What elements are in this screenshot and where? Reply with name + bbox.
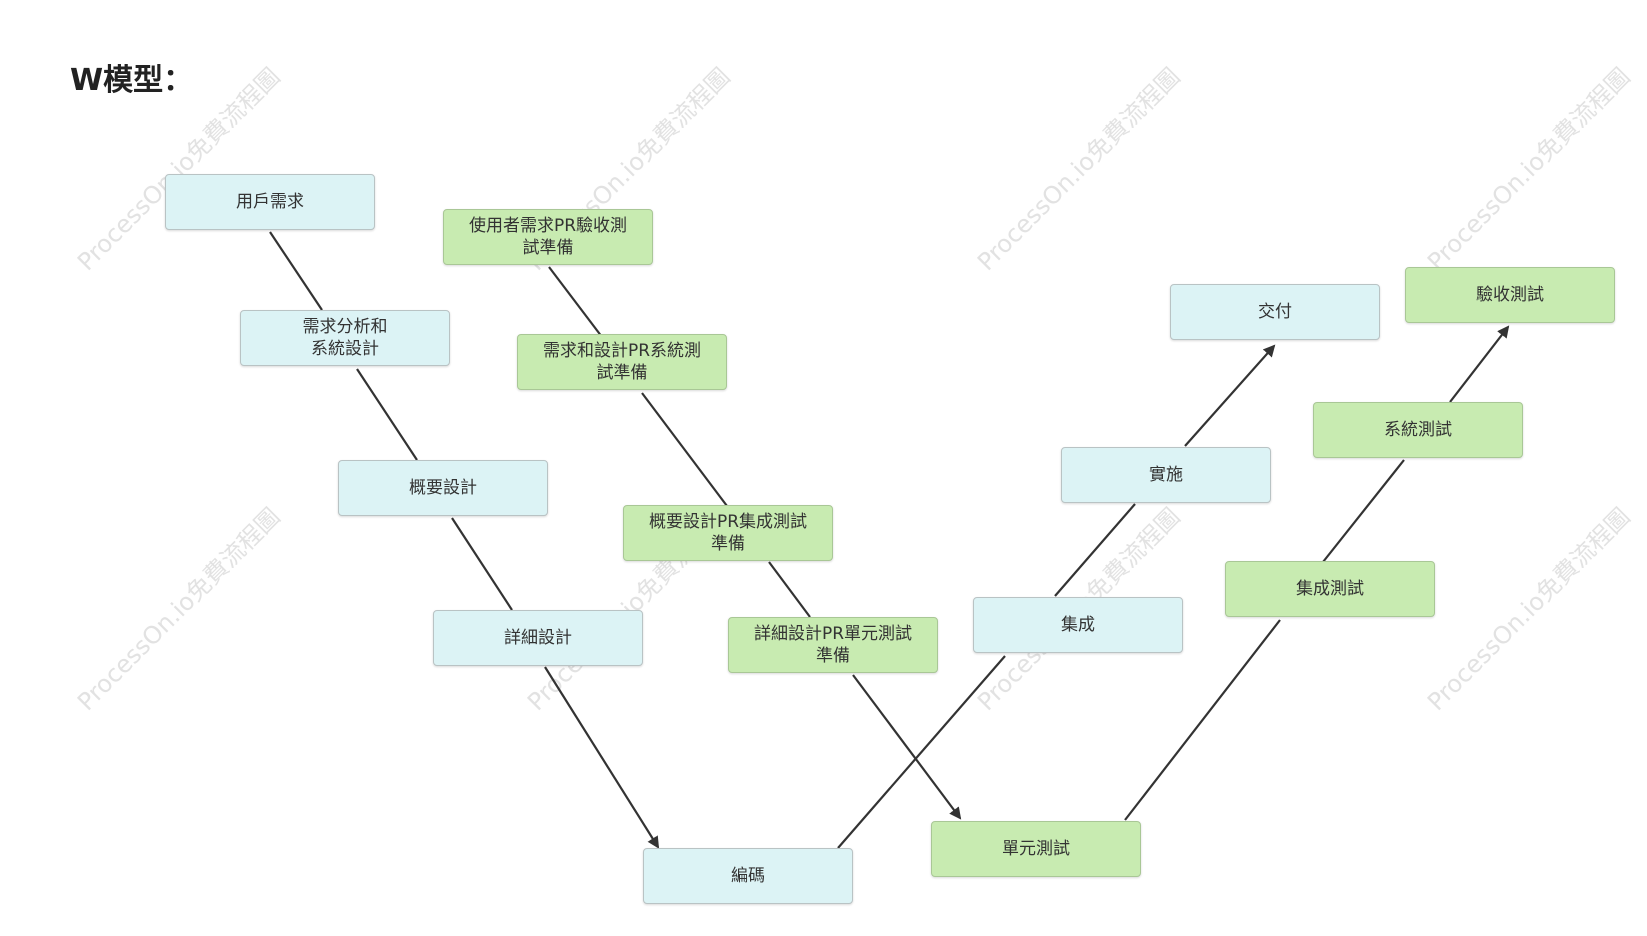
node-unit-test-preparation[interactable]: 詳細設計PR單元測試 準備 bbox=[728, 617, 938, 673]
page-title: W模型： bbox=[70, 63, 194, 98]
connector-overview-to-detail bbox=[451, 517, 513, 611]
connector-sys-test-to-acceptance bbox=[1449, 325, 1510, 403]
connector-uat-prep-to-sys-prep bbox=[548, 266, 603, 338]
node-uat-preparation[interactable]: 使用者需求PR驗收測 試準備 bbox=[443, 209, 653, 265]
connector-detail-to-coding bbox=[544, 666, 660, 849]
node-requirement-analysis[interactable]: 需求分析和 系統設計 bbox=[240, 310, 450, 366]
node-overview-design[interactable]: 概要設計 bbox=[338, 460, 548, 516]
connector-implementation-to-delivery bbox=[1184, 344, 1276, 447]
node-integration-test-preparation[interactable]: 概要設計PR集成測試 準備 bbox=[623, 505, 833, 561]
connector-integration-to-implementation bbox=[1054, 503, 1136, 597]
node-implementation[interactable]: 實施 bbox=[1061, 447, 1271, 503]
connector-int-prep-to-unit-prep bbox=[768, 561, 811, 618]
node-user-requirements[interactable]: 用戶需求 bbox=[165, 174, 375, 230]
connector-unit-prep-to-unit-test bbox=[852, 674, 962, 820]
connector-analysis-to-overview bbox=[356, 368, 418, 461]
node-coding[interactable]: 編碼 bbox=[643, 848, 853, 904]
node-detail-design[interactable]: 詳細設計 bbox=[433, 610, 643, 666]
node-integration[interactable]: 集成 bbox=[973, 597, 1183, 653]
connector-sys-prep-to-int-prep bbox=[641, 392, 728, 507]
node-system-test-preparation[interactable]: 需求和設計PR系統測 試準備 bbox=[517, 334, 727, 390]
node-unit-test[interactable]: 單元測試 bbox=[931, 821, 1141, 877]
node-integration-test[interactable]: 集成測試 bbox=[1225, 561, 1435, 617]
node-delivery[interactable]: 交付 bbox=[1170, 284, 1380, 340]
connector-int-test-to-sys-test bbox=[1322, 459, 1405, 563]
node-system-test[interactable]: 系統測試 bbox=[1313, 402, 1523, 458]
node-acceptance-test[interactable]: 驗收測試 bbox=[1405, 267, 1615, 323]
connector-user-req-to-analysis bbox=[269, 231, 323, 311]
connector-unit-test-to-int-test bbox=[1124, 619, 1281, 821]
connector-coding-to-integration bbox=[837, 655, 1006, 849]
